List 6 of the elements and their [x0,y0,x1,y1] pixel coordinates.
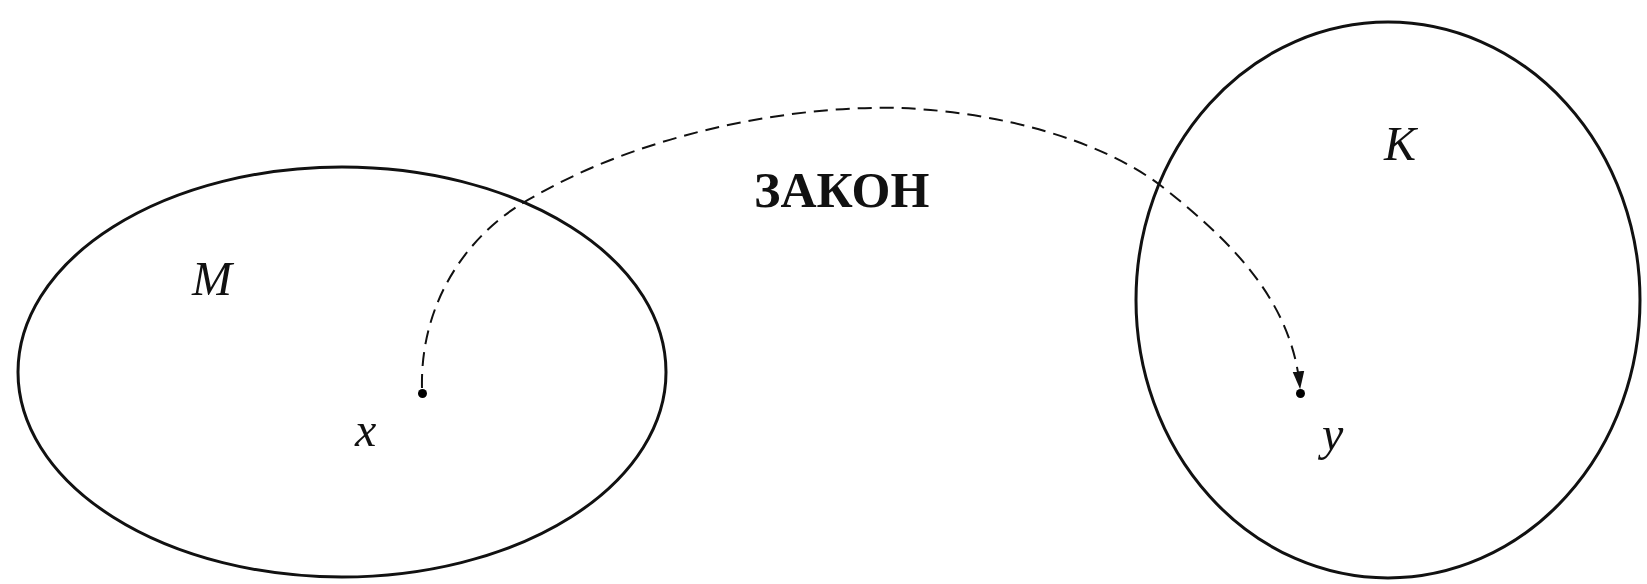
set-ellipse [1134,20,1642,580]
set-label: x [355,406,377,454]
set-ellipse [16,165,668,579]
set-label: K [1384,120,1416,168]
set-label: M [192,255,232,303]
dashed-arrow [421,106,1304,390]
